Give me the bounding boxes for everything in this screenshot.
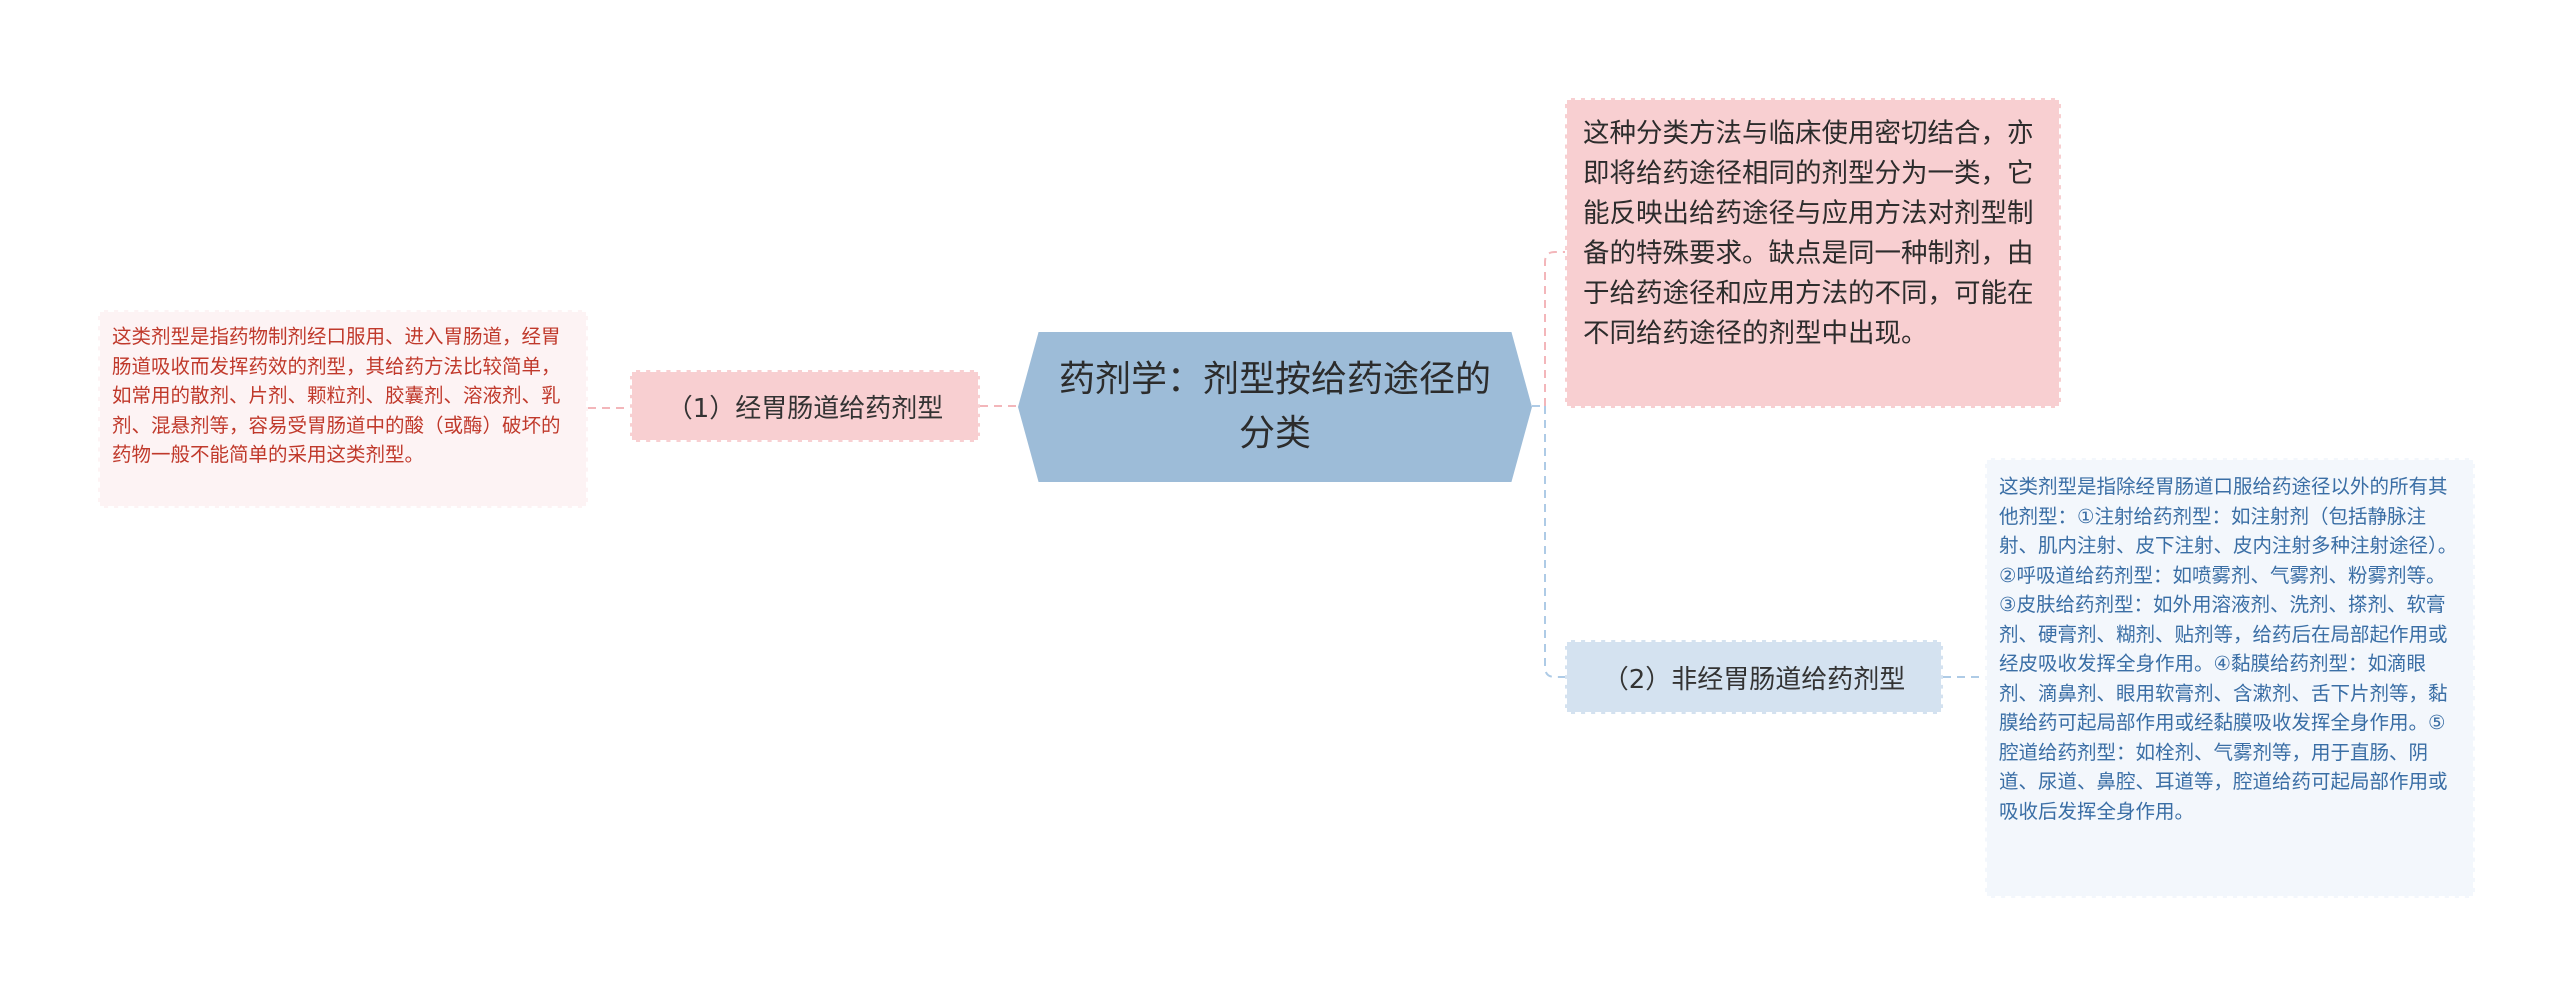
left-branch-node[interactable]: （1）经胃肠道给药剂型 bbox=[630, 370, 980, 442]
right-branch-node[interactable]: （2）非经胃肠道给药剂型 bbox=[1565, 640, 1943, 714]
right-top-note[interactable]: 这种分类方法与临床使用密切结合，亦即将给药途径相同的剂型分为一类，它能反映出给药… bbox=[1565, 98, 2061, 408]
link-right-top bbox=[1544, 251, 1565, 406]
link-right-branch bbox=[1544, 406, 1565, 678]
left-leaf-note[interactable]: 这类剂型是指药物制剂经口服用、进入胃肠道，经胃肠道吸收而发挥药效的剂型，其给药方… bbox=[98, 310, 588, 508]
center-node[interactable]: 药剂学：剂型按给药途径的分类 bbox=[1018, 332, 1532, 482]
right-leaf-note[interactable]: 这类剂型是指除经胃肠道口服给药途径以外的所有其他剂型：①注射给药剂型：如注射剂（… bbox=[1985, 458, 2475, 898]
